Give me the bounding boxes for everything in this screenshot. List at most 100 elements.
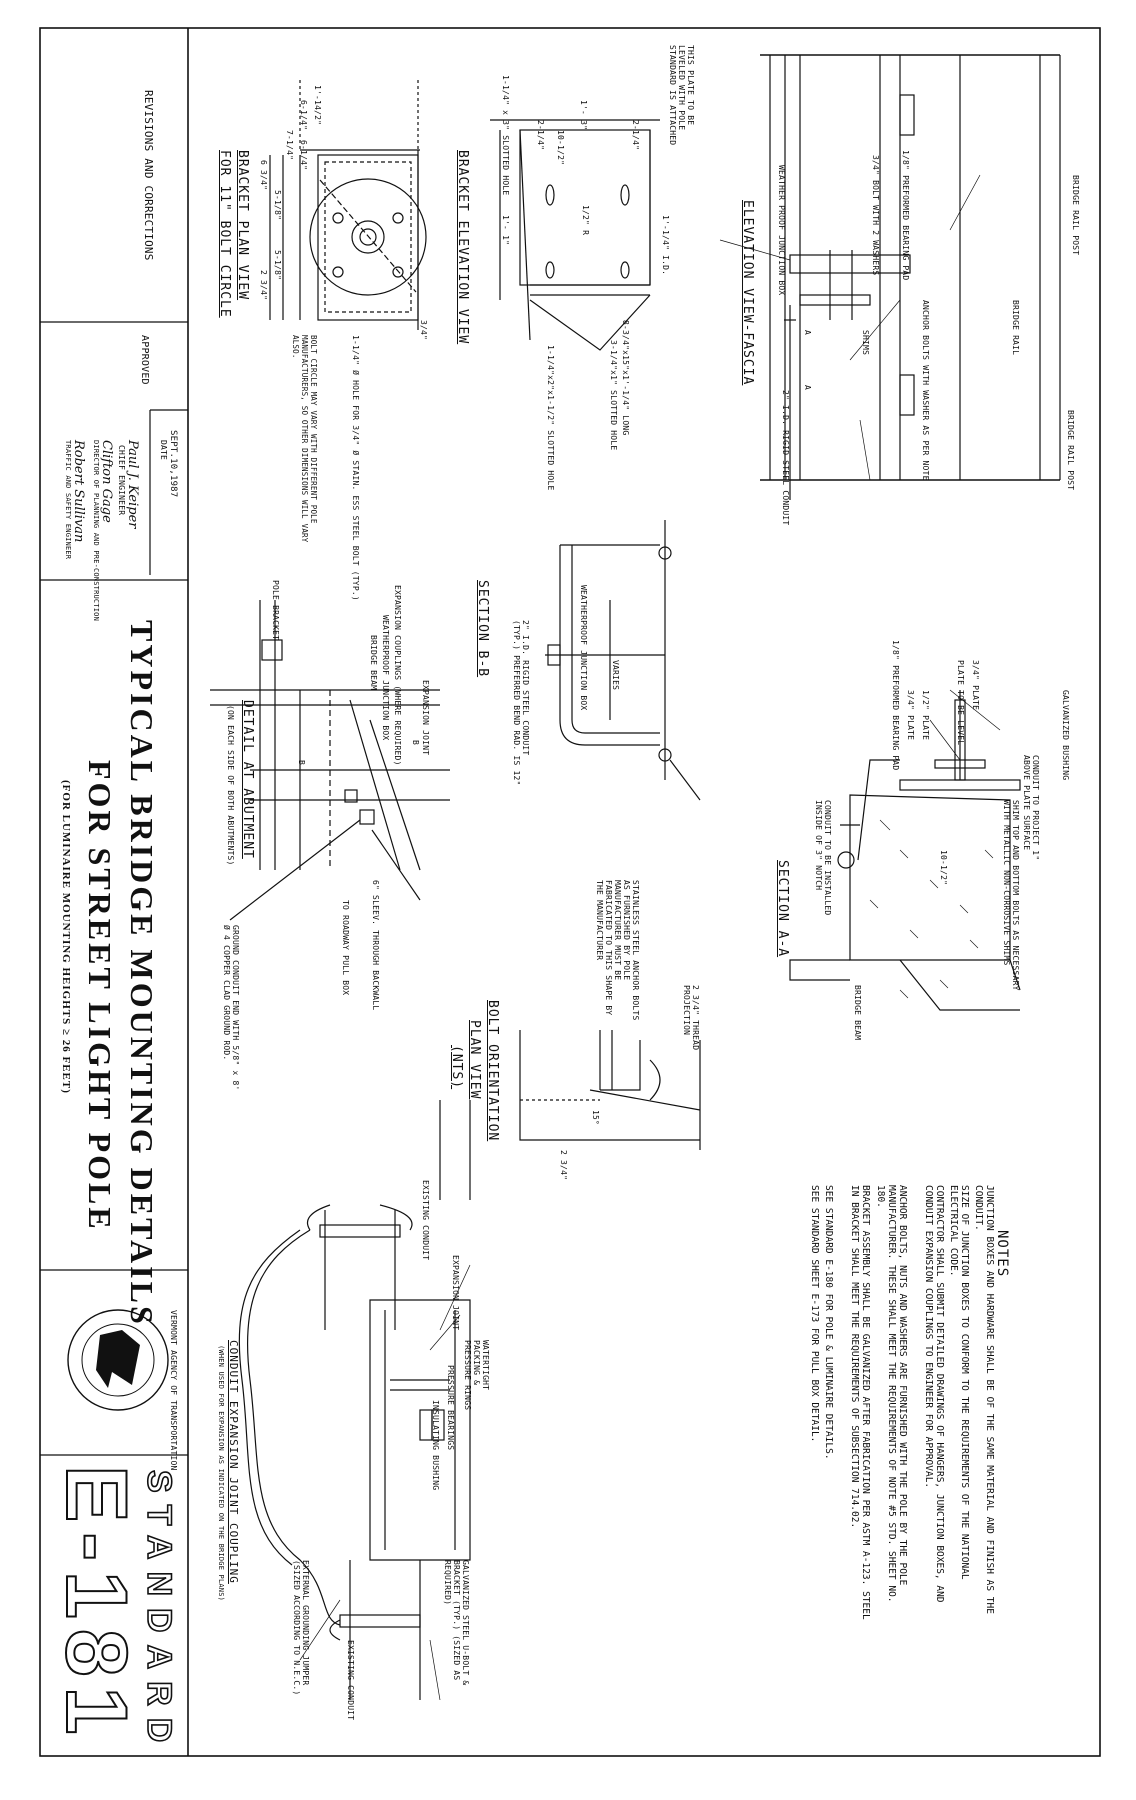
bolt-callout-dim: 2 3/4": [559, 1150, 568, 1181]
abut-callout-coupling: EXPANSION COUPLINGS (WHERE REQUIRED): [393, 585, 402, 766]
fascia-callout-post: BRIDGE RAIL POST: [1071, 175, 1080, 256]
note-1: JUNCTION BOXES AND HARDWARE SHALL BE OF …: [973, 1185, 995, 1614]
abut-callout-box: WEATHERPROOF JUNCTION BOX: [381, 615, 390, 741]
fascia-callout-shims: SHIMS: [861, 330, 870, 356]
bolt-orientation-subtitle: PLAN VIEW: [467, 1020, 482, 1100]
sheet-title-line2: FOR STREET LIGHT POLE: [82, 760, 118, 1232]
signature-3-role: TRAFFIC AND SAFETY ENGINEER: [64, 440, 72, 560]
detail-abutment-title: DETAIL AT ABUTMENT: [240, 700, 255, 859]
plan-dim-f: 6 3/4": [259, 160, 268, 191]
fascia-callout-post2: BRIDGE RAIL POST: [1066, 410, 1075, 491]
elev-callout-long: 8-3/4"x15"x1'-1/4" LONG: [621, 320, 630, 436]
plan-dim-b: 6-1/4": [299, 140, 308, 171]
elev-dim-overall: 1'- 3": [579, 100, 588, 131]
fascia-callout-bolt: 3/4" BOLT WITH 2 WASHERS: [871, 155, 880, 276]
fascia-callout-conduit: 2" I.D. RIGID STEEL CONDUIT: [781, 390, 790, 526]
signature-2-role: DIRECTOR OF PLANNING AND PRE-CONSTRUCTIO…: [92, 440, 100, 621]
fascia-callout-anchor: ANCHOR BOLTS WITH WASHER AS PER NOTE: [921, 300, 930, 481]
bolt-callout-angle: 15°: [591, 1110, 600, 1126]
plan-dim-g: 2 3/4": [259, 270, 268, 301]
cej-callout-existing1: EXISTING CONDUIT: [421, 1180, 430, 1261]
sheet-border: [39, 27, 1101, 1757]
conduit-expansion-drawing: [238, 1100, 471, 1700]
signature-1: Paul J. Keiper: [125, 440, 140, 529]
revisions-label: REVISIONS AND CORRECTIONS: [142, 90, 155, 261]
detail-abutment-drawing: [210, 600, 450, 921]
date-label: DATE: [159, 440, 168, 461]
note-7: SEE STANDARD SHEET E-173 FOR PULL BOX DE…: [809, 1185, 820, 1443]
bolt-orientation-drawing: [519, 1030, 701, 1150]
cej-callout-bushing: INSULATING BUSHING: [431, 1400, 440, 1491]
plan-dim-a: 6-1/4": [299, 100, 308, 131]
elev-dim-a: 10-1/2": [556, 130, 565, 166]
detail-abutment-subtitle: (ON EACH SIDE OF BOTH ABUTMENTS): [226, 705, 235, 866]
bracket-plan-subtitle: FOR 11" BOLT CIRCLE: [217, 150, 232, 318]
note-6: SEE STANDARD E-180 FOR POLE & LUMINAIRE …: [823, 1185, 834, 1460]
aa-dim: 10-1/2": [939, 850, 948, 886]
bracket-plan-drawing: [269, 80, 427, 330]
bracket-elevation-title: BRACKET ELEVATION VIEW: [455, 150, 470, 345]
section-aa-title: SECTION A-A: [775, 860, 790, 958]
fascia-callout-pad: 1/8" PREFORMED BEARING PAD: [901, 150, 910, 281]
cej-callout-bearings: PRESSURE BEARINGS: [446, 1365, 455, 1451]
elev-callout-level: THIS PLATE TO BE LEVELED WITH POLE STAND…: [668, 45, 695, 146]
cej-callout-joint: EXPANSION JOINT: [451, 1255, 460, 1331]
seal-drawing: [67, 1309, 169, 1411]
seal-text: VERMONT AGENCY OF TRANSPORTATION: [169, 1310, 178, 1471]
bb-callout-box: WEATHERPROOF JUNCTION BOX: [579, 585, 588, 711]
bolt-callout-anchor: STAINLESS STEEL ANCHOR BOLTS AS FURNISHE…: [595, 880, 640, 1021]
signature-1-role: CHIEF ENGINEER: [117, 445, 126, 516]
note-3: CONTRACTOR SHALL SUBMIT DETAILED DRAWING…: [923, 1185, 945, 1603]
fascia-section-a2: A: [803, 330, 812, 336]
elev-dim-d: 1'- 1": [501, 215, 510, 246]
elev-dim-b: 2-1/4": [536, 120, 545, 151]
cej-callout-existing2: EXISTING CONDUIT: [346, 1640, 355, 1721]
signature-3: Robert Sullivan: [71, 440, 86, 543]
aa-callout-notch: CONDUIT TO BE INSTALLED INSIDE OF 3" NOT…: [814, 800, 832, 916]
plan-callout-bolt-circle: BOLT CIRCLE MAY VARY WITH DIFFERENT POLE…: [291, 335, 318, 543]
aa-callout-pad: 1/8" PREFORMED BEARING PAD: [891, 640, 900, 771]
abut-section-b1: B: [297, 760, 306, 766]
approved-label: APPROVED: [139, 335, 150, 385]
plan-dim-e: 5-1/8": [273, 250, 282, 281]
aa-callout-plate1: 3/4" PLATE: [971, 660, 980, 711]
abut-callout-bracket: POLE BRACKET: [271, 580, 280, 641]
aa-callout-level: PLATE TO BE LEVEL: [956, 660, 965, 746]
plan-dim-overall: 1'-14/2": [313, 85, 322, 126]
aa-callout-shim: SHIM TOP AND BOTTOM BOLTS AS NECESSARY W…: [1002, 800, 1020, 991]
section-aa-hatch: [869, 819, 994, 999]
sheet-title-line1: TYPICAL BRIDGE MOUNTING DETAILS: [124, 620, 160, 1327]
abut-callout-joint: EXPANSION JOINT: [421, 680, 430, 756]
bb-callout-varies: VARIES: [611, 660, 620, 691]
elev-dim-c: 2-1/4": [631, 120, 640, 151]
abut-callout-ground: GROUND CONDUIT END WITH 5/8" x 8' Ø 4 CO…: [222, 925, 240, 1091]
plan-dim-c: 7-1/4": [285, 130, 294, 161]
section-bb-drawing: [545, 520, 701, 801]
standard-number: E-181: [47, 1464, 145, 1746]
conduit-expansion-subtitle: (WHEN USED FOR EXPANSION AS INDICATED ON…: [217, 1345, 225, 1602]
elevation-fascia-drawing: [760, 54, 1061, 500]
fascia-callout-box: WEATHER PROOF JUNCTION BOX: [777, 165, 786, 296]
abut-callout-sleeve: 6" SLEEV. THROUGH BACKWALL: [371, 880, 380, 1011]
elevation-fascia-title: ELEVATION VIEW-FASCIA: [740, 200, 755, 386]
elev-callout-slot1: 1-1/4" x 3" SLOTTED HOLE: [501, 75, 510, 196]
cej-callout-jumper: EXTERNAL GROUNDING JUMPER (SIZED ACCORDI…: [292, 1560, 310, 1696]
approval-date: SEPT.10,1987: [168, 430, 178, 498]
note-5: BRACKET ASSEMBLY SHALL BE GALVANIZED AFT…: [849, 1185, 871, 1620]
fascia-section-a1: A: [803, 385, 812, 391]
abut-callout-beam: BRIDGE BEAM: [369, 635, 378, 691]
conduit-expansion-title: CONDUIT EXPANSION JOINT COUPLING: [227, 1340, 240, 1584]
leader-lines: [299, 174, 1001, 1701]
abut-callout-pullbox: TO ROADWAY PULL BOX: [341, 900, 350, 996]
cej-callout-ubolt: GALVANIZED STEEL U-BOLT & BRACKET (TYP.)…: [443, 1560, 470, 1686]
bolt-callout-thread: 2 3/4" THREAD PROJECTION: [682, 985, 700, 1051]
bb-callout-conduit: 2" I.D. RIGID STEEL CONDUIT (TYP.) PREFE…: [512, 620, 530, 786]
abut-section-b2: B: [411, 740, 420, 746]
bolt-orientation-title: BOLT ORIENTATION: [485, 1000, 500, 1142]
aa-callout-plate3: 3/4" PLATE: [906, 690, 915, 741]
plan-callout-hole: 1-1/4" Ø HOLE FOR 3/4" Ø STAIN. ESS STEE…: [351, 335, 360, 601]
note-4: ANCHOR BOLTS, NUTS AND WASHERS ARE FURNI…: [875, 1185, 908, 1603]
elev-callout-slot3: 1-1/4"x2"x1-1/2" SLOTTED HOLE: [546, 345, 555, 491]
